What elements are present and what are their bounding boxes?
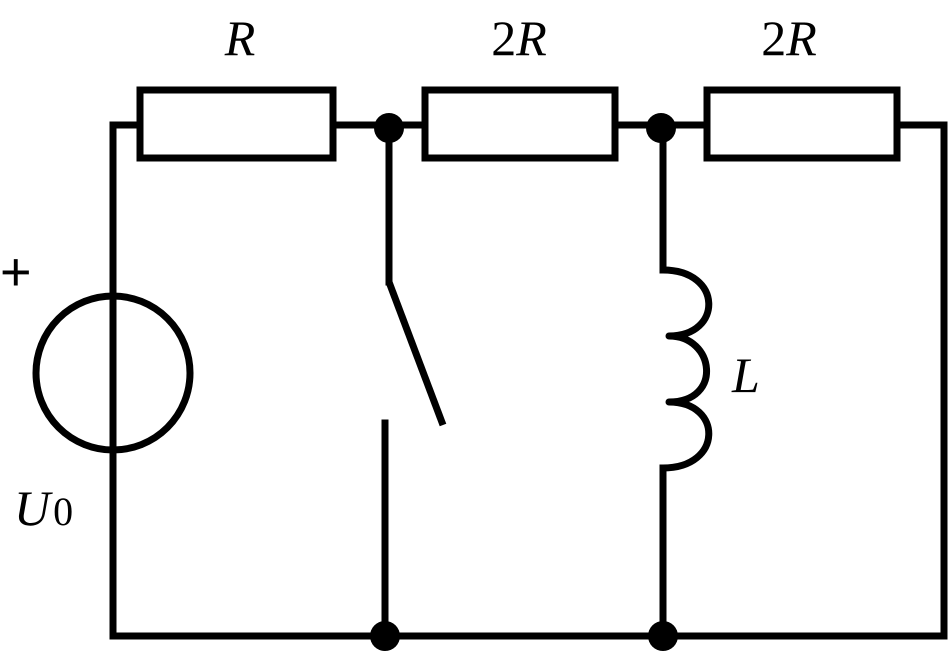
resistor-r2-var: R [515,10,547,66]
resistor-r2-label: 2R [491,10,547,66]
resistor-r2-coef: 2 [491,10,516,66]
source-label-main: U [14,480,53,536]
wire-right [893,121,948,640]
resistor-r3-label: 2R [761,10,817,66]
resistor-r3-body [703,86,901,162]
wires [109,121,948,640]
switch-blade [385,280,447,427]
resistor-r1-var: R [224,10,256,66]
resistor-r1-body [136,86,337,162]
inductor-coil [662,266,713,472]
inductor-label: L [731,347,760,403]
source-label-subscript: 0 [53,489,73,534]
resistor-r2-body [421,86,619,162]
resistor-r3-coef: 2 [761,10,786,66]
source-polarity-plus: + [0,242,32,302]
junction-node-bottom-middle [370,621,400,651]
resistor-r1-label: R [224,10,256,66]
resistor-r3: 2R [703,10,901,162]
junction-node-bottom-right [648,621,678,651]
wire-top-left [109,121,144,297]
inductor: L [662,266,760,472]
junction-nodes [370,113,678,651]
voltage-source: + U0 [0,242,194,536]
switch [385,280,447,427]
junction-node-top-right [646,113,676,143]
resistor-r1: R [136,10,337,162]
junction-node-top-middle [374,113,404,143]
source-label: U0 [14,480,73,536]
resistor-r3-var: R [785,10,817,66]
resistor-r2: 2R [421,10,619,162]
